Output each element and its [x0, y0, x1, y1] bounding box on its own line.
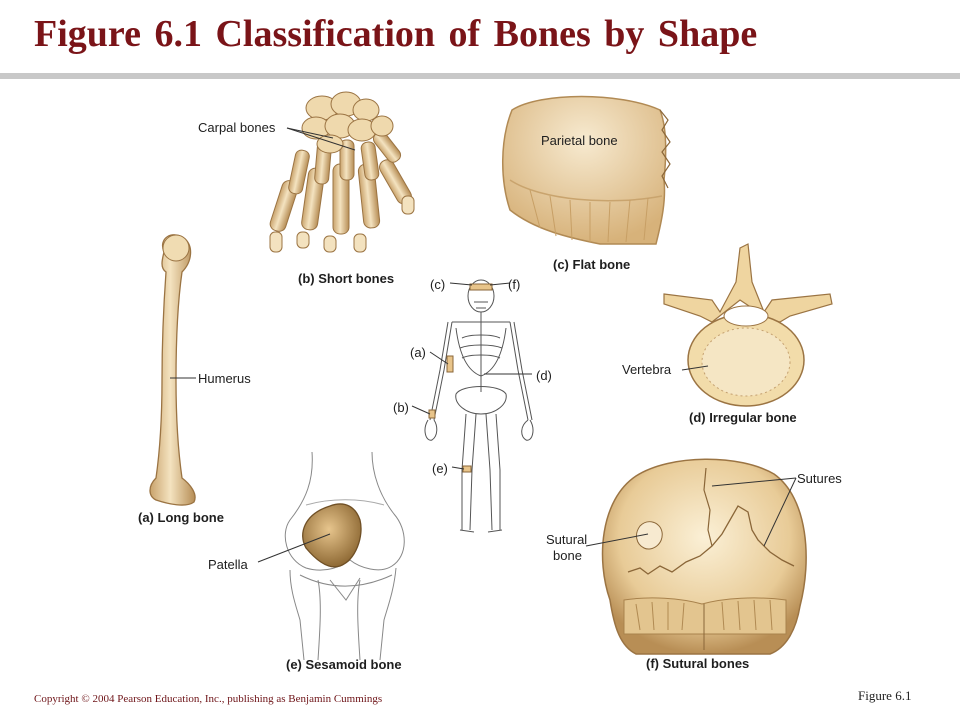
slide-title: Figure 6.1 Classification of Bones by Sh… [34, 13, 758, 55]
vertebra-irregular-bone [663, 243, 833, 407]
humerus-long-bone [149, 234, 196, 506]
skeleton-label-b: (b) [393, 400, 409, 415]
title-divider [0, 73, 960, 79]
skeleton-label-e: (e) [432, 461, 448, 476]
caption-flat-bone: (c) Flat bone [553, 257, 631, 272]
caption-sutural-bones: (f) Sutural bones [646, 656, 750, 671]
label-sutures: Sutures [797, 471, 842, 486]
skeleton-label-f: (f) [508, 277, 521, 292]
skeleton-label-c: (c) [430, 277, 446, 292]
skull-sutural-bones [585, 458, 807, 655]
hand-short-bones [269, 91, 415, 253]
knee-sesamoid-bone [284, 451, 405, 661]
label-carpal-bones: Carpal bones [198, 120, 276, 135]
skeleton-figure [411, 279, 534, 533]
caption-long-bone: (a) Long bone [138, 510, 224, 525]
caption-sesamoid-bone: (e) Sesamoid bone [286, 657, 402, 672]
parietal-flat-bone [501, 95, 671, 245]
label-patella: Patella [208, 557, 248, 572]
label-parietal-bone: Parietal bone [541, 133, 618, 148]
label-sutural-bone-line1: Sutural [546, 532, 588, 547]
caption-short-bones: (b) Short bones [298, 271, 395, 286]
patella-bone [302, 503, 362, 568]
label-sutural-bone-line2: bone [553, 548, 582, 563]
caption-irregular-bone: (d) Irregular bone [689, 410, 797, 425]
figure-reference: Figure 6.1 [858, 688, 912, 703]
skeleton-label-d: (d) [536, 368, 552, 383]
label-vertebra: Vertebra [622, 362, 672, 377]
copyright-notice: Copyright © 2004 Pearson Education, Inc.… [34, 693, 383, 705]
skeleton-label-a: (a) [410, 345, 426, 360]
label-humerus: Humerus [198, 371, 251, 386]
